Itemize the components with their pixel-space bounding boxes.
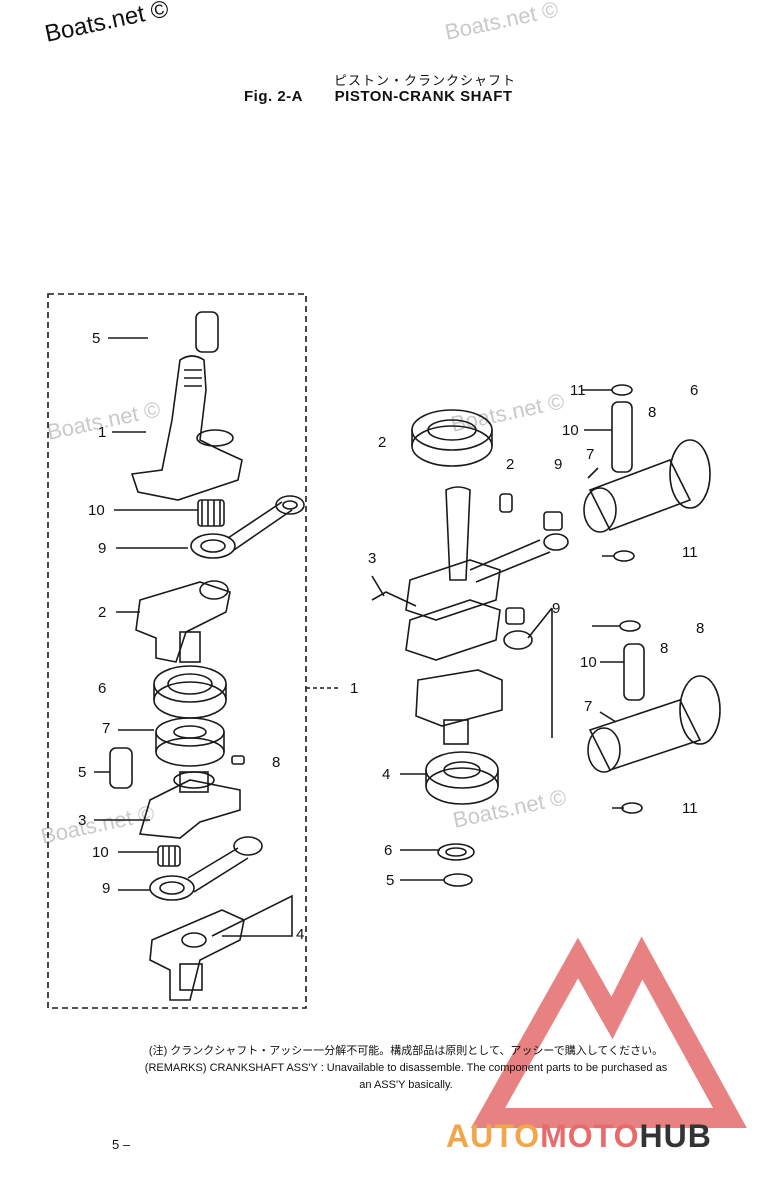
assembly-box [47,293,307,1009]
part-label: 9 [98,540,107,557]
piston-ring-part [679,675,721,745]
part-label: 5 [386,872,395,889]
remarks: (注) クランクシャフト・アッシー一分解不可能。構成部品は原則として、アッシーで… [86,1043,726,1094]
part-label: 2 [98,604,107,621]
part-label: 1 [98,424,107,441]
part-label: 5 [92,330,101,347]
part-label: 4 [382,766,391,783]
part-label: 6 [98,680,107,697]
bottom-web-part [149,909,245,1001]
key-part [499,493,513,513]
figure-number: Fig. 2-A [244,88,303,105]
part-label: 8 [272,754,281,771]
part-label: 10 [562,422,579,439]
brand-part-auto: AUTO [446,1118,541,1154]
part-label: 7 [102,720,111,737]
part-label: 2 [506,456,515,473]
part-label: 3 [78,812,87,829]
part-label: 8 [660,640,669,657]
part-label: 11 [682,800,698,817]
part-label: 7 [584,698,593,715]
crankshaft-assembly [445,486,471,581]
part-label: 10 [92,844,109,861]
figure-name: PISTON-CRANK SHAFT [334,88,513,105]
automotohub-logo-icon [470,936,747,1128]
crank-pin-part [195,311,219,353]
part-label: 3 [368,550,377,567]
key-part [231,755,245,765]
lower-crankshaft-part [138,779,241,839]
remarks-line-1: (REMARKS) CRANKSHAFT ASS'Y : Unavailable… [144,1062,668,1074]
piston-part [588,699,702,771]
part-label: 4 [296,926,305,943]
piston-pin-part [611,401,633,473]
conrod-part [190,533,236,559]
piston-ring-part [669,439,711,509]
ball-bearing-part [153,665,227,703]
part-label: 2 [378,434,387,451]
part-label: 6 [384,842,393,859]
circlip-part [443,873,473,887]
part-label: 6 [690,382,699,399]
part-label: 10 [580,654,597,671]
part-label: 11 [570,382,586,399]
screw-part [371,591,417,607]
piston-pin-part [623,643,645,701]
washer-part [437,843,475,861]
page-number: 5 – [112,1137,131,1152]
part-label: 11 [682,544,698,561]
brand-wordmark: AUTOMOTOHUB [446,1118,712,1155]
part-label: 8 [696,620,705,637]
part-label: 9 [554,456,563,473]
part-label: 7 [586,446,595,463]
remarks-line-2: an ASS'Y basically. [359,1079,453,1091]
part-label: 5 [78,764,87,781]
crank-pin-part [109,747,133,789]
needle-bearing-part [197,499,225,527]
part-label: 9 [102,880,111,897]
remarks-japanese: (注) クランクシャフト・アッシー一分解不可能。構成部品は原則として、アッシーで… [148,1045,664,1057]
bearing-nut-part [543,511,563,531]
ball-bearing-part [411,409,493,451]
upper-crankshaft-part [130,355,243,501]
part-label: 1 [350,680,359,697]
part-label: 9 [552,600,561,617]
brand-part-moto: MOTO [540,1118,640,1154]
brand-part-hub: HUB [639,1118,712,1154]
figure-title: Fig. 2-A PISTON-CRANK SHAFT [244,88,513,105]
piston-part [588,458,692,532]
ball-bearing-part [425,751,499,789]
title-japanese: ピストン・クランクシャフト [334,73,517,88]
conrod-part [149,875,195,901]
part-label: 8 [648,404,657,421]
part-label: 10 [88,502,105,519]
crank-web-part [135,581,231,663]
